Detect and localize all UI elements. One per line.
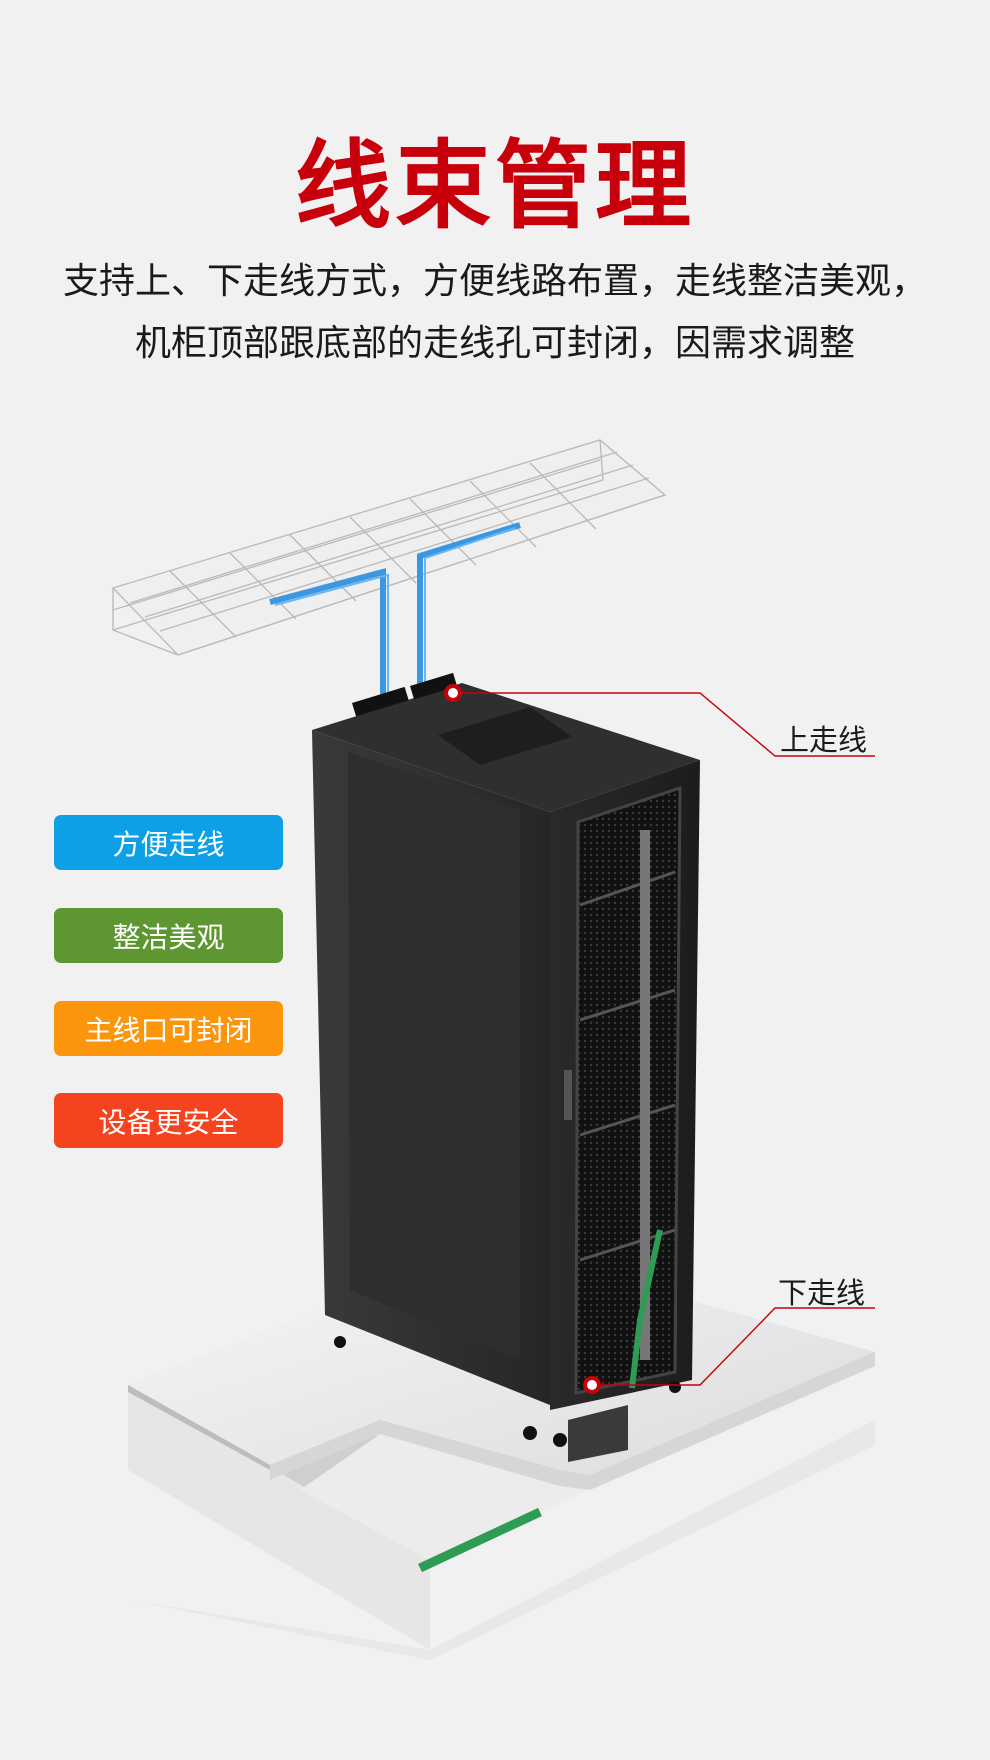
callout-top-label: 上走线 xyxy=(780,723,868,757)
callout-dot-top xyxy=(444,684,462,702)
feature-badge-4: 设备更安全 xyxy=(54,1093,283,1148)
subtitle-line-1: 支持上、下走线方式，方便线路布置，走线整洁美观， xyxy=(62,261,927,302)
feature-label: 方便走线 xyxy=(112,827,225,861)
callout-bottom-label: 下走线 xyxy=(778,1276,866,1310)
feature-badge-3: 主线口可封闭 xyxy=(54,1001,283,1056)
callout-dot-bottom xyxy=(583,1376,601,1394)
feature-label: 设备更安全 xyxy=(98,1105,239,1139)
cable-tray xyxy=(111,439,667,656)
subtitle-line-2: 机柜顶部跟底部的走线孔可封闭，因需求调整 xyxy=(134,323,855,364)
top-cables xyxy=(269,522,521,728)
page-title: 线束管理 xyxy=(295,130,695,242)
feature-label: 整洁美观 xyxy=(112,920,225,954)
cabinet-illustration xyxy=(111,439,875,1660)
feature-badge-1: 方便走线 xyxy=(54,815,283,870)
feature-label: 主线口可封闭 xyxy=(84,1013,253,1047)
server-cabinet xyxy=(312,672,700,1462)
feature-badge-2: 整洁美观 xyxy=(54,908,283,963)
floor-cable xyxy=(418,1507,542,1573)
callout-lines xyxy=(453,692,875,1386)
